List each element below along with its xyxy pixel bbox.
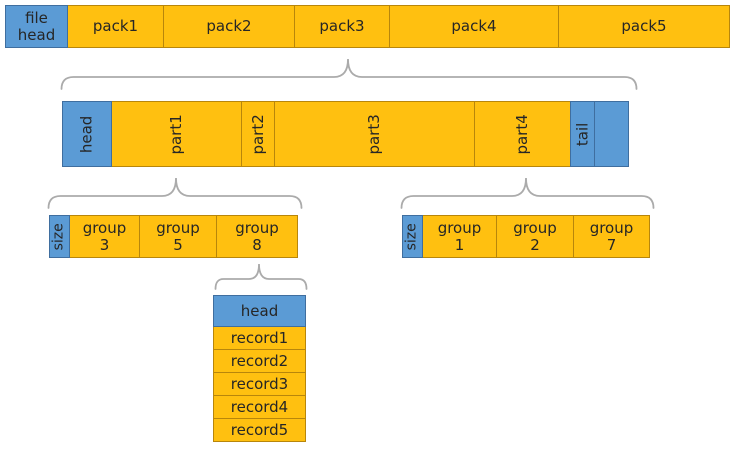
segment-part2: part2 <box>241 101 275 167</box>
segment-label: part3 <box>365 113 384 155</box>
segment-group7: group 7 <box>573 215 650 258</box>
segment-file-head: file head <box>5 5 68 48</box>
segment-pack5: pack5 <box>558 5 730 48</box>
segment-detail-pad <box>594 101 629 167</box>
segment-label: record5 <box>230 420 289 439</box>
segment-label: size <box>403 222 420 251</box>
segment-label: tail <box>573 122 592 146</box>
segment-pack2: pack2 <box>163 5 295 48</box>
segment-label: group 8 <box>235 218 279 254</box>
segment-part4: part4 <box>474 101 571 167</box>
segment-label: part1 <box>167 113 186 155</box>
segment-group8: group 8 <box>216 215 298 258</box>
segment-tail: tail <box>570 101 595 167</box>
segment-label: head <box>240 301 279 320</box>
segment-pack1: pack1 <box>67 5 164 48</box>
segment-label: group 2 <box>513 218 557 254</box>
segment-part3: part3 <box>274 101 475 167</box>
brace-group8-expansion-icon <box>214 263 308 290</box>
segment-label: pack5 <box>621 17 667 36</box>
segment-group1: group 1 <box>422 215 497 258</box>
segment-label: group 7 <box>589 218 634 254</box>
brace-part4-expansion-icon <box>400 177 655 209</box>
segment-label: group 5 <box>156 218 200 254</box>
segment-label: pack2 <box>206 17 252 36</box>
part1-groups-bar: size group 3 group 5 group 8 <box>49 215 298 258</box>
segment-part1: part1 <box>111 101 242 167</box>
segment-group2: group 2 <box>496 215 574 258</box>
pack3-detail-bar: head part1 part2 part3 part4 tail <box>62 101 629 167</box>
segment-group5: group 5 <box>139 215 217 258</box>
segment-record4: record4 <box>213 395 306 419</box>
segment-record2: record2 <box>213 349 306 373</box>
segment-group3: group 3 <box>69 215 140 258</box>
segment-label: size <box>50 222 67 251</box>
segment-label: head <box>77 115 96 153</box>
brace-pack3-expansion-icon <box>60 58 638 90</box>
segment-label: group 1 <box>437 218 482 254</box>
segment-pack4: pack4 <box>389 5 559 48</box>
segment-label: pack4 <box>451 17 497 36</box>
segment-record1: record1 <box>213 326 306 350</box>
segment-record3: record3 <box>213 372 306 396</box>
segment-label: record4 <box>230 397 289 416</box>
segment-label: group 3 <box>82 218 127 254</box>
segment-label: part2 <box>248 113 267 155</box>
segment-label: record1 <box>230 328 289 347</box>
segment-size: size <box>402 215 423 258</box>
part4-groups-bar: size group 1 group 2 group 7 <box>402 215 650 258</box>
segment-head: head <box>62 101 112 167</box>
segment-size: size <box>49 215 70 258</box>
top-bar: file head pack1 pack2 pack3 pack4 pack5 <box>5 5 730 48</box>
segment-label: record3 <box>230 374 289 393</box>
segment-label: record2 <box>230 351 289 370</box>
brace-part1-expansion-icon <box>47 177 303 209</box>
segment-pack3: pack3 <box>294 5 390 48</box>
segment-record-head: head <box>213 295 306 327</box>
group8-records-stack: head record1 record2 record3 record4 rec… <box>213 295 306 442</box>
segment-label: pack1 <box>92 17 139 36</box>
segment-label: part4 <box>513 113 532 155</box>
segment-label: file head <box>17 8 56 44</box>
segment-record5: record5 <box>213 418 306 442</box>
segment-label: pack3 <box>319 17 365 36</box>
